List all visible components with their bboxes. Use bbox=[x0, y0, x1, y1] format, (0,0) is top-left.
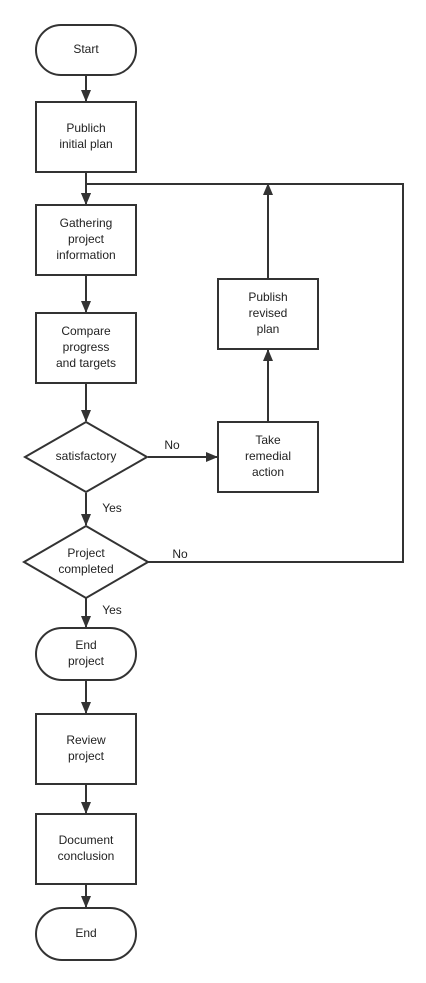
edge-project-completed-to-gathering bbox=[81, 183, 404, 563]
node-label-line: conclusion bbox=[58, 849, 115, 863]
node-label-line: initial plan bbox=[59, 137, 112, 151]
process-box bbox=[217, 421, 319, 493]
node-label-line: Take bbox=[255, 433, 281, 447]
node-label-line: action bbox=[252, 465, 284, 479]
process-box bbox=[35, 101, 137, 173]
node-end-project: End project bbox=[35, 627, 137, 681]
node-label-line: Document bbox=[59, 833, 114, 847]
node-label-line: Start bbox=[73, 42, 99, 56]
node-label-line: project bbox=[68, 232, 105, 246]
node-start: Start bbox=[35, 24, 137, 76]
node-label-line: satisfactory bbox=[56, 449, 117, 463]
node-gathering: Gathering project information bbox=[35, 204, 137, 276]
edge-label-no: No bbox=[164, 438, 180, 452]
node-label-line: End bbox=[75, 926, 96, 940]
node-label-line: Gathering bbox=[60, 216, 113, 230]
node-label-line: Project bbox=[67, 546, 105, 560]
node-compare: Compare progress and targets bbox=[35, 312, 137, 384]
node-label-line: completed bbox=[58, 562, 113, 576]
node-project-completed: Project completed bbox=[22, 524, 150, 600]
node-take-remedial: Take remedial action bbox=[217, 421, 319, 493]
process-box bbox=[217, 278, 319, 350]
process-box bbox=[35, 204, 137, 276]
edges-layer bbox=[81, 76, 404, 908]
terminal-shape bbox=[35, 627, 137, 681]
process-box bbox=[35, 312, 137, 384]
node-label-line: Compare bbox=[61, 324, 111, 338]
node-label-line: remedial bbox=[245, 449, 291, 463]
node-label-line: and targets bbox=[56, 356, 116, 370]
node-end: End bbox=[35, 907, 137, 961]
decision-diamond bbox=[22, 420, 150, 494]
node-label-line: End bbox=[75, 638, 96, 652]
terminal-shape bbox=[35, 907, 137, 961]
node-document: Document conclusion bbox=[35, 813, 137, 885]
node-label-line: project bbox=[68, 654, 105, 668]
node-satisfactory: satisfactory bbox=[22, 420, 150, 494]
node-label-line: project bbox=[68, 749, 105, 763]
node-publish-revised: Publish revised plan bbox=[217, 278, 319, 350]
process-box bbox=[35, 713, 137, 785]
node-label-line: Review bbox=[66, 733, 106, 747]
node-label-line: progress bbox=[63, 340, 110, 354]
process-box bbox=[35, 813, 137, 885]
node-review: Review project bbox=[35, 713, 137, 785]
edge-label-yes: Yes bbox=[102, 603, 122, 617]
node-label-line: information bbox=[56, 248, 115, 262]
terminal-shape bbox=[35, 24, 137, 76]
node-label-line: plan bbox=[257, 322, 280, 336]
decision-diamond bbox=[22, 524, 150, 600]
edge-label-yes: Yes bbox=[102, 501, 122, 515]
edge-label-no: No bbox=[172, 547, 188, 561]
node-label-line: Publich bbox=[66, 121, 105, 135]
node-label-line: revised bbox=[249, 306, 288, 320]
node-publish-initial: Publich initial plan bbox=[35, 101, 137, 173]
node-label-line: Publish bbox=[248, 290, 287, 304]
